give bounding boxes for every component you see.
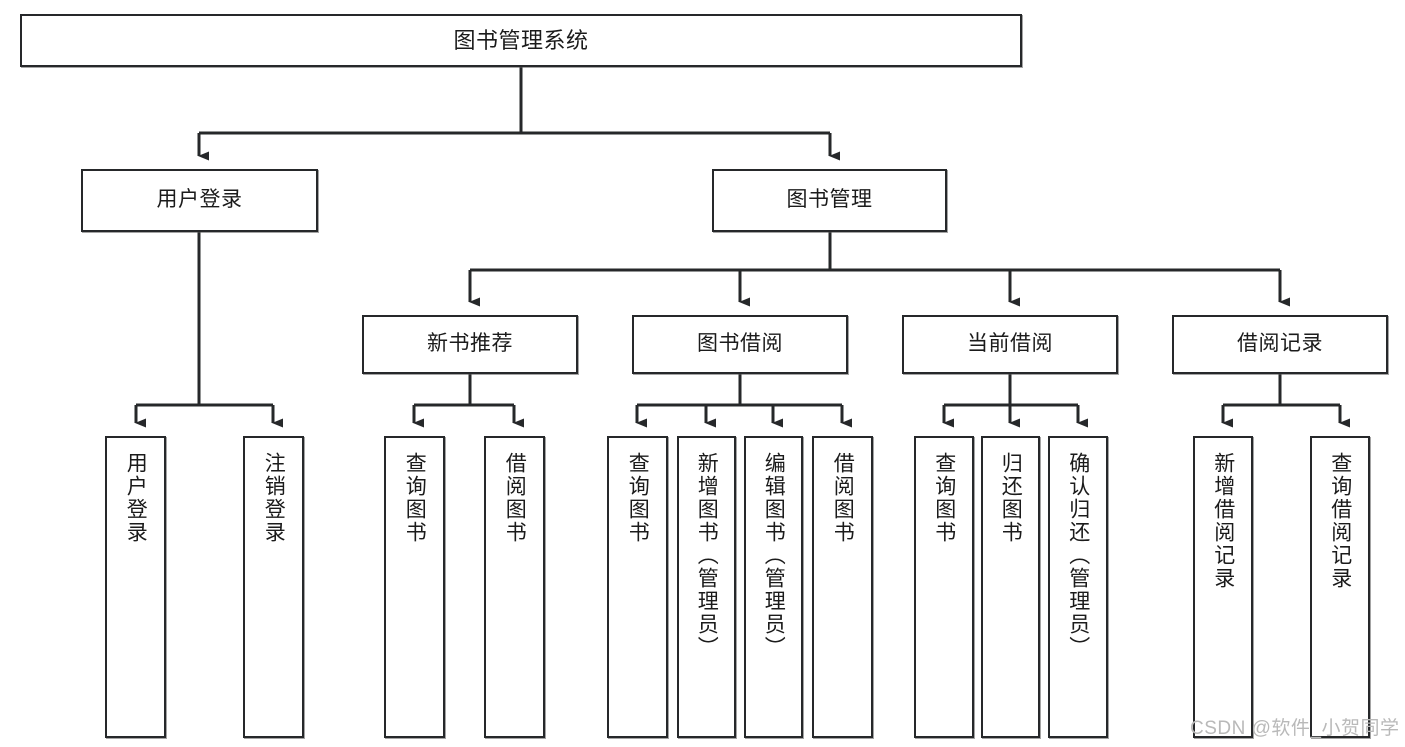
node-leaf-confirm-return[interactable]: 确认归还（管理员） xyxy=(1048,436,1108,738)
node-leaf-user-login[interactable]: 用户登录 xyxy=(105,436,166,738)
node-label: 图书管理系统 xyxy=(453,27,589,53)
node-root-system[interactable]: 图书管理系统 xyxy=(20,14,1022,67)
node-leaf-add-record[interactable]: 新增借阅记录 xyxy=(1193,436,1253,738)
node-leaf-query-record[interactable]: 查询借阅记录 xyxy=(1310,436,1370,738)
node-label: 归还图书 xyxy=(999,452,1023,544)
node-label: 图书借阅 xyxy=(697,332,783,356)
node-label: 查询图书 xyxy=(626,452,650,544)
node-user-login[interactable]: 用户登录 xyxy=(81,169,318,232)
node-label: 查询图书 xyxy=(403,452,427,544)
node-label: 新增图书（管理员） xyxy=(695,452,719,659)
node-label: 确认归还（管理员） xyxy=(1066,452,1090,659)
node-leaf-logout-login[interactable]: 注销登录 xyxy=(243,436,304,738)
node-leaf-borrow-book-2[interactable]: 借阅图书 xyxy=(812,436,873,738)
node-label: 新增借阅记录 xyxy=(1211,452,1235,590)
node-label: 当前借阅 xyxy=(967,332,1053,356)
node-leaf-return-book[interactable]: 归还图书 xyxy=(981,436,1040,738)
node-label: 用户登录 xyxy=(156,188,243,212)
node-borrow-record[interactable]: 借阅记录 xyxy=(1172,315,1388,374)
node-book-manage[interactable]: 图书管理 xyxy=(712,169,947,232)
node-label: 借阅图书 xyxy=(503,452,527,544)
node-label: 图书管理 xyxy=(786,188,873,212)
node-book-borrow[interactable]: 图书借阅 xyxy=(632,315,848,374)
node-label: 新书推荐 xyxy=(427,332,513,356)
node-leaf-query-book-1[interactable]: 查询图书 xyxy=(384,436,445,738)
node-label: 注销登录 xyxy=(262,452,286,544)
node-new-book-recommend[interactable]: 新书推荐 xyxy=(362,315,578,374)
node-current-borrow[interactable]: 当前借阅 xyxy=(902,315,1118,374)
node-leaf-borrow-book-1[interactable]: 借阅图书 xyxy=(484,436,545,738)
node-leaf-query-book-3[interactable]: 查询图书 xyxy=(914,436,974,738)
node-leaf-add-book[interactable]: 新增图书（管理员） xyxy=(677,436,736,738)
node-label: 借阅图书 xyxy=(831,452,855,544)
node-leaf-edit-book[interactable]: 编辑图书（管理员） xyxy=(744,436,803,738)
node-label: 借阅记录 xyxy=(1237,332,1323,356)
node-label: 查询借阅记录 xyxy=(1328,452,1352,590)
node-label: 用户登录 xyxy=(124,452,148,544)
node-label: 编辑图书（管理员） xyxy=(762,452,786,659)
node-leaf-query-book-2[interactable]: 查询图书 xyxy=(607,436,668,738)
node-label: 查询图书 xyxy=(932,452,956,544)
